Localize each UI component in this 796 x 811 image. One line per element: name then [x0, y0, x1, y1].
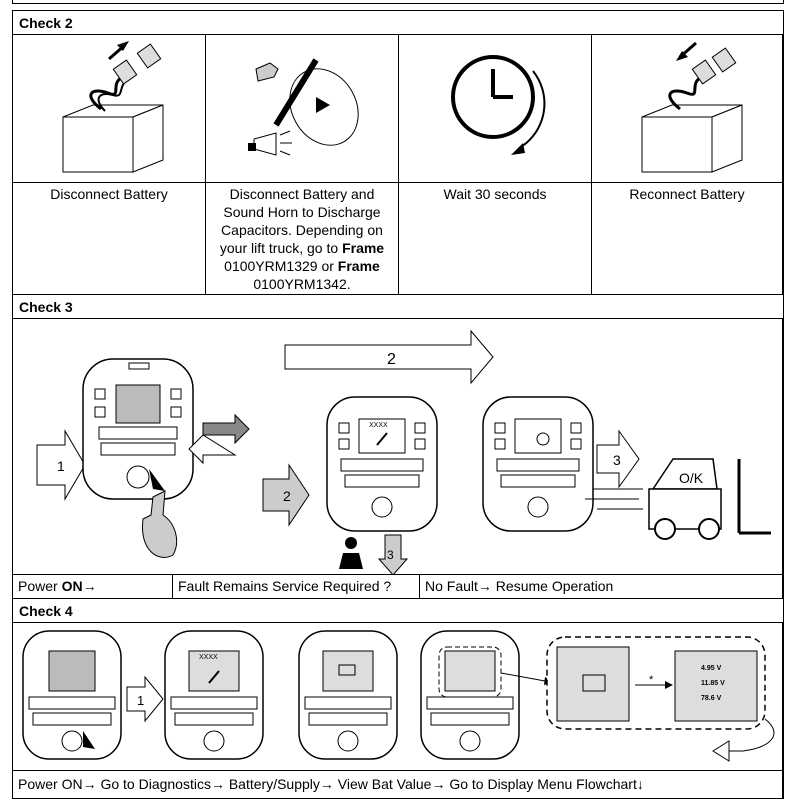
- caption-text: 0100YRM1342.: [253, 276, 351, 292]
- frame-ref-bold: Frame: [337, 258, 380, 274]
- display-unit: [298, 630, 398, 760]
- display-unit: [482, 396, 594, 532]
- step-horn-caption: Disconnect Battery and Sound Horn to Dis…: [206, 183, 399, 295]
- arrow-label: 2: [387, 351, 396, 368]
- check4-diagram: 1 XXXX: [22, 630, 775, 762]
- step-wait-image: [399, 35, 592, 183]
- arrow-label: 2: [283, 488, 291, 504]
- battery-reconnect-illustration: [641, 41, 743, 173]
- result-text-bold: ON: [61, 578, 83, 594]
- arrow-label: 3: [387, 548, 394, 562]
- check4-header: Check 4: [13, 599, 783, 623]
- caption-text: Disconnect Battery: [50, 186, 168, 202]
- step-horn-image: [206, 35, 399, 183]
- service-wrench-icon: [339, 537, 363, 569]
- procedure-frame: Check 2: [12, 10, 784, 799]
- step-disconnect-caption: Disconnect Battery: [13, 183, 206, 295]
- caption-text: Disconnect Battery and Sound Horn to Dis…: [219, 186, 383, 256]
- step-reconnect-caption: Reconnect Battery: [592, 183, 783, 295]
- footer-text: Power ON→ Go to Diagnostics→ Battery/Sup…: [18, 776, 644, 792]
- caption-text: 0100YRM1329 or: [224, 258, 338, 274]
- screen-text: XXXX: [199, 654, 218, 661]
- check3-diagram: 2 1 2: [36, 329, 771, 575]
- arrow-label: 3: [613, 452, 621, 468]
- display-unit: [22, 630, 122, 760]
- check2-title: Check 2: [19, 15, 73, 31]
- result-text: →: [82, 578, 97, 594]
- display-unit: [82, 358, 194, 558]
- display-unit: XXXX: [326, 396, 438, 532]
- check4-illustration: 1 XXXX: [13, 623, 783, 771]
- result-text: Power: [18, 578, 62, 594]
- check4-footer: Power ON→ Go to Diagnostics→ Battery/Sup…: [13, 771, 783, 798]
- battery-value: 4.95 V: [701, 665, 722, 672]
- arrow-label: 1: [137, 693, 144, 708]
- arrow-label: 1: [57, 458, 65, 474]
- screen-text: XXXX: [369, 422, 388, 429]
- result-text: Fault Remains Service Required ?: [178, 578, 392, 594]
- star-marker: *: [649, 674, 654, 686]
- check3-header: Check 3: [13, 295, 783, 319]
- check3-title: Check 3: [19, 299, 73, 315]
- frame-ref-bold: Frame: [342, 240, 385, 256]
- battery-zoom-panel: * 4.95 V 11.85 V 78.6 V: [546, 636, 766, 730]
- display-unit: XXXX: [164, 630, 264, 760]
- caption-text: Reconnect Battery: [629, 186, 745, 202]
- forklift-icon: O/K: [585, 458, 771, 540]
- step-wait-caption: Wait 30 seconds: [399, 183, 592, 295]
- top-strip: [12, 0, 784, 4]
- result-no-fault: No Fault→ Resume Operation: [420, 575, 783, 599]
- battery-disconnect-illustration: [62, 41, 164, 173]
- caption-text: Wait 30 seconds: [443, 186, 547, 202]
- battery-value: 78.6 V: [701, 695, 722, 702]
- step-reconnect-image: [592, 35, 783, 183]
- clock-icon: [451, 55, 546, 155]
- check3-illustration: 2 1 2: [13, 319, 783, 575]
- check4-title: Check 4: [19, 603, 73, 619]
- check2-header: Check 2: [13, 11, 783, 35]
- result-text: No Fault→ Resume Operation: [425, 578, 614, 594]
- step-disconnect-image: [13, 35, 206, 183]
- horn-discharge-illustration: [248, 58, 359, 156]
- display-unit: [420, 630, 520, 760]
- ok-text: O/K: [679, 470, 704, 486]
- result-power-on: Power ON→: [13, 575, 173, 599]
- battery-value: 11.85 V: [701, 680, 725, 687]
- result-fault-remains: Fault Remains Service Required ?: [173, 575, 420, 599]
